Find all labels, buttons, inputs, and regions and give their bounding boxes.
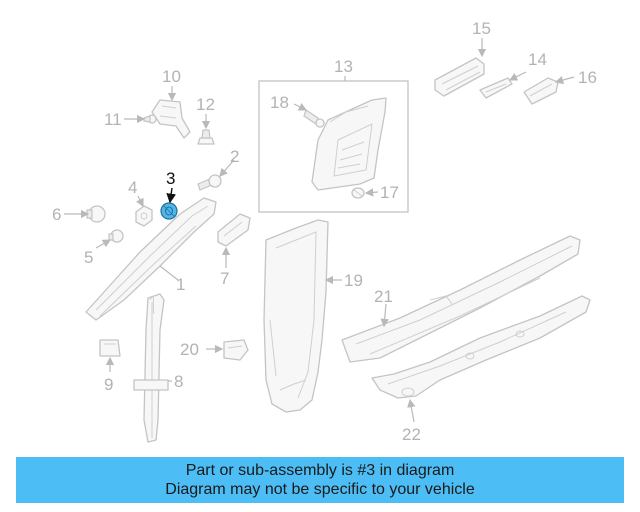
part-13-trim-panel <box>311 97 387 191</box>
callout-8: 8 <box>174 372 183 391</box>
callout-19: 19 <box>344 271 363 290</box>
leader-18 <box>293 103 308 111</box>
part-7-bracket <box>217 213 251 247</box>
part-4-nut <box>135 205 153 227</box>
notice-line-part: Part or sub-assembly is #3 in diagram <box>185 462 455 479</box>
callout-4: 4 <box>128 178 137 197</box>
part-2-bolt <box>197 174 222 191</box>
part-1-a-pillar-trim <box>85 197 217 321</box>
part-11-screw <box>143 114 157 124</box>
callout-5: 5 <box>84 248 93 267</box>
callout-7: 7 <box>220 269 229 288</box>
leader-14 <box>508 71 527 81</box>
callout-10: 10 <box>162 67 181 86</box>
part-21-sill-trim <box>341 235 581 363</box>
part-18-screw <box>303 109 325 128</box>
part-6-clip <box>86 205 106 223</box>
part-15-bracket <box>434 57 485 97</box>
notice-line-disclaimer: Diagram may not be specific to your vehi… <box>165 481 475 498</box>
leader-21 <box>380 303 389 328</box>
callout-20: 20 <box>180 340 199 359</box>
part-14-bracket <box>479 77 513 99</box>
callout-12: 12 <box>196 95 215 114</box>
part-16-bracket <box>523 77 559 105</box>
callout-9: 9 <box>104 375 113 394</box>
leader-1 <box>159 265 179 281</box>
part-17-clip <box>351 187 365 199</box>
callout-13: 13 <box>334 57 353 76</box>
leader-4 <box>136 195 144 208</box>
callout-17: 17 <box>380 183 399 202</box>
callout-16: 16 <box>578 68 597 87</box>
part-22-reinforcement <box>371 295 591 399</box>
callout-21: 21 <box>374 287 393 306</box>
callout-3[interactable]: 3 <box>166 169 175 188</box>
callout-2: 2 <box>230 147 239 166</box>
leader-5 <box>95 239 112 249</box>
parts-diagram: 1 2 3 4 5 6 7 8 9 10 11 12 13 14 15 16 1… <box>52 19 597 444</box>
leader-22 <box>407 398 416 423</box>
part-8-weatherstrip <box>133 293 169 443</box>
part-3-clip-highlighted[interactable] <box>160 202 178 220</box>
leader-2 <box>219 159 235 177</box>
callout-22: 22 <box>402 425 421 444</box>
callout-1: 1 <box>176 275 185 294</box>
part-5-clip <box>108 229 124 243</box>
callout-15: 15 <box>472 19 491 38</box>
part-19-b-pillar-trim <box>263 219 329 413</box>
callout-18: 18 <box>270 93 289 112</box>
part-10-bracket <box>151 99 191 139</box>
part-9-clip <box>99 339 121 357</box>
part-13-inset-box <box>258 80 409 213</box>
part-20-clip <box>223 339 249 361</box>
callout-14: 14 <box>528 50 547 69</box>
leader-3 <box>166 187 177 204</box>
leader-17 <box>364 188 379 197</box>
part-12-clip <box>197 129 215 145</box>
callout-11: 11 <box>104 110 122 129</box>
part-notice-banner: Part or sub-assembly is #3 in diagram Di… <box>16 457 624 503</box>
leader-16 <box>554 76 575 85</box>
callout-6: 6 <box>52 205 61 224</box>
